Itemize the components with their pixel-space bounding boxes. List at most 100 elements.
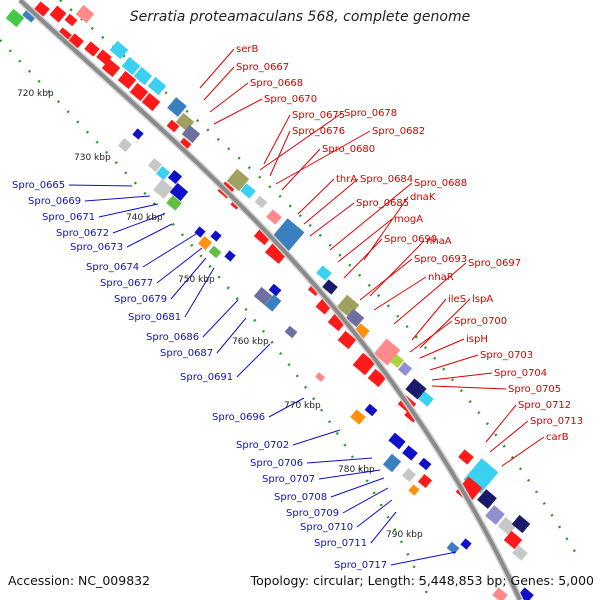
forward-gene-label: Spro_0704 xyxy=(494,368,547,379)
gene-feature xyxy=(109,40,129,60)
gene-feature xyxy=(208,245,222,259)
reverse-gene-label: Spro_0671 xyxy=(42,212,95,223)
reverse-gene-label: Spro_0672 xyxy=(56,228,109,239)
gene-feature xyxy=(167,169,183,185)
forward-gene-label: Spro_0678 xyxy=(344,108,397,119)
reverse-gene-label: Spro_0687 xyxy=(160,348,213,359)
kbp-tick-label: 730 kbp xyxy=(74,153,111,163)
gene-feature xyxy=(133,66,153,86)
accession-text: Accession: NC_009832 xyxy=(8,573,151,588)
gene-feature xyxy=(155,165,171,181)
gene-feature xyxy=(408,484,420,496)
gene-feature xyxy=(477,489,497,509)
forward-gene-leader xyxy=(269,130,291,177)
reverse-gene-leader xyxy=(318,469,381,480)
reverse-gene-label: Spro_0707 xyxy=(262,474,315,485)
reverse-gene-leader xyxy=(390,551,457,566)
reverse-gene-leader xyxy=(126,223,173,248)
forward-gene-label: Spro_0667 xyxy=(236,62,289,73)
gene-feature xyxy=(117,70,137,90)
reverse-gene-leader xyxy=(156,247,203,284)
kbp-tick-label: 780 kbp xyxy=(338,465,375,475)
forward-gene-label: nhaA xyxy=(426,236,452,247)
gene-feature xyxy=(485,505,505,525)
label-leader-lines xyxy=(68,48,545,566)
forward-gene-leader xyxy=(213,98,263,125)
gene-feature xyxy=(322,279,338,295)
gene-feature xyxy=(401,467,417,483)
gene-feature xyxy=(350,409,366,425)
forward-gene-leader xyxy=(409,320,453,353)
gene-feature xyxy=(511,514,531,534)
forward-gene-leader xyxy=(373,276,427,311)
reverse-gene-leader xyxy=(68,184,133,187)
reverse-gene-leader xyxy=(202,299,239,338)
gene-feature xyxy=(337,330,357,350)
forward-gene-leader xyxy=(281,148,321,191)
gene-feature xyxy=(194,226,206,238)
reverse-gene-label: Spro_0709 xyxy=(286,508,339,519)
forward-gene-leader xyxy=(297,178,335,215)
kbp-tick-label: 740 kbp xyxy=(126,213,163,223)
forward-gene-leader xyxy=(369,240,425,297)
reverse-gene-label: Spro_0711 xyxy=(314,538,367,549)
forward-gene-leader xyxy=(411,298,447,341)
gene-feature xyxy=(34,1,50,17)
forward-gene-label: thrA xyxy=(336,174,357,185)
reverse-gene-leader xyxy=(170,257,207,300)
reverse-gene-label: Spro_0717 xyxy=(334,560,387,571)
forward-gene-label: Spro_0700 xyxy=(454,316,507,327)
reverse-gene-leader xyxy=(356,499,393,528)
gene-feature xyxy=(446,541,460,555)
forward-gene-leader xyxy=(419,338,465,359)
forward-gene-label: Spro_0685 xyxy=(356,198,409,209)
gene-feature xyxy=(253,286,273,306)
gene-feature xyxy=(226,168,250,192)
reverse-gene-leader xyxy=(216,317,247,354)
gene-feature xyxy=(503,530,523,550)
forward-gene-leader xyxy=(263,114,291,165)
reverse-gene-leader xyxy=(306,457,373,464)
reverse-gene-leader xyxy=(370,511,397,544)
reverse-gene-leader xyxy=(142,233,197,268)
forward-gene-label: Spro_0680 xyxy=(322,144,375,155)
gene-feature xyxy=(497,516,517,536)
gene-feature xyxy=(181,124,201,144)
gene-feature xyxy=(315,372,325,382)
gene-feature xyxy=(49,5,67,23)
forward-gene-label: ispH xyxy=(466,334,488,345)
forward-gene-leader xyxy=(419,298,471,349)
gene-feature xyxy=(166,119,180,133)
gene-feature xyxy=(121,56,141,76)
forward-gene-label: Spro_0713 xyxy=(530,416,583,427)
kbp-tick-label: 720 kbp xyxy=(17,89,54,99)
gene-feature xyxy=(266,209,282,225)
gene-feature xyxy=(129,82,149,102)
gene-feature xyxy=(75,4,95,24)
forward-gene-label: Spro_0675 xyxy=(292,110,345,121)
forward-gene-leader xyxy=(337,218,393,263)
gene-feature xyxy=(460,538,472,550)
forward-gene-label: Spro_0703 xyxy=(480,350,533,361)
reverse-gene-label: Spro_0677 xyxy=(100,278,153,289)
reverse-gene-label: Spro_0669 xyxy=(28,196,81,207)
reverse-gene-label: Spro_0673 xyxy=(70,242,123,253)
forward-gene-label: Spro_0693 xyxy=(414,254,467,265)
reverse-gene-label: Spro_0696 xyxy=(212,412,265,423)
forward-gene-label: Spro_0684 xyxy=(360,174,413,185)
gene-feature xyxy=(56,27,72,43)
gene-feature xyxy=(264,294,282,312)
reverse-gene-leader xyxy=(236,343,271,378)
forward-gene-leader xyxy=(203,66,235,101)
forward-gene-label: mogA xyxy=(394,214,423,225)
forward-gene-label: Spro_0668 xyxy=(250,78,303,89)
map-title: Serratia proteamaculans 568, complete ge… xyxy=(129,9,471,25)
gene-feature xyxy=(147,157,163,173)
forward-gene-label: serB xyxy=(236,44,258,55)
gene-feature xyxy=(389,353,405,369)
kbp-tick-label: 790 kbp xyxy=(386,530,423,540)
reverse-gene-leader xyxy=(268,397,305,418)
gene-feature xyxy=(345,308,365,328)
